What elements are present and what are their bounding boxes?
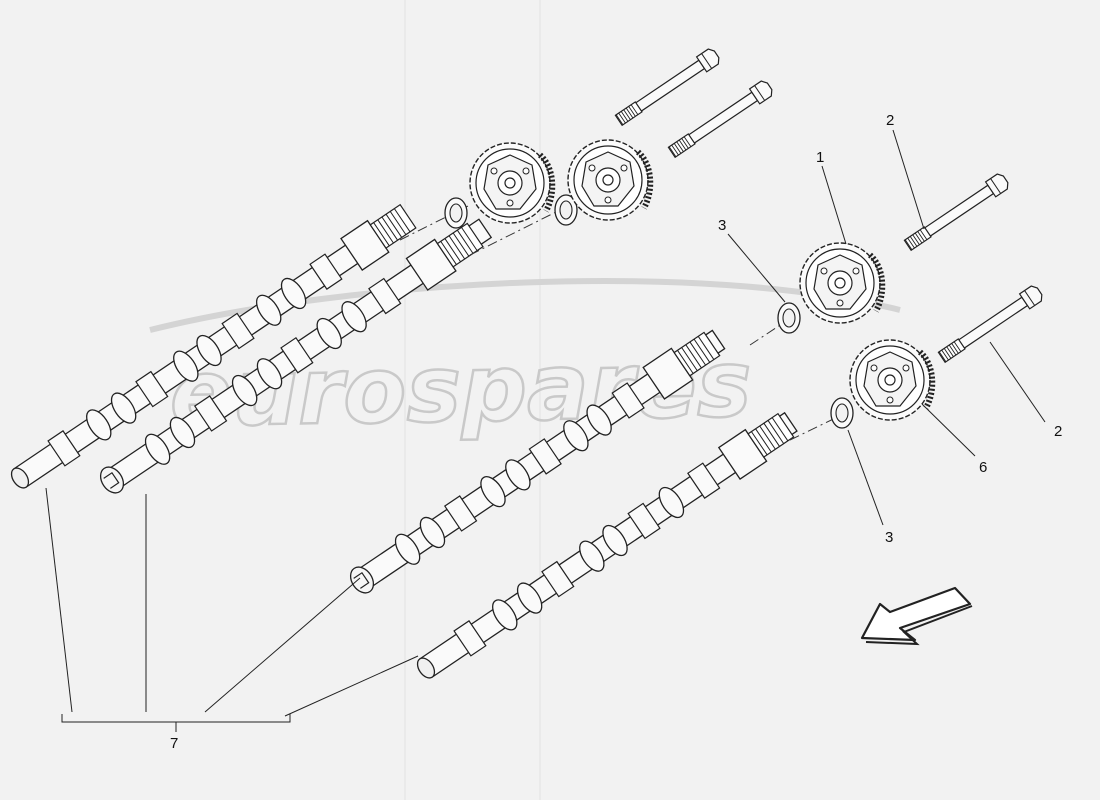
camshaft-upper-left [10, 203, 417, 489]
sheet-guides [404, 0, 541, 800]
camshaft-lower [416, 411, 798, 679]
callout-6: 6 [979, 459, 987, 476]
camshaft-center [349, 329, 726, 594]
callout-7: 7 [170, 735, 178, 752]
phaser-right-upper [800, 243, 882, 323]
callout-2-lower: 2 [1054, 423, 1062, 440]
callout-1: 1 [816, 149, 824, 166]
washer-upper-a [444, 197, 468, 229]
callout-3-upper: 3 [718, 217, 726, 234]
phaser-right-lower [850, 340, 932, 420]
callout-3-lower: 3 [885, 529, 893, 546]
upper-phaser-assembly [399, 46, 776, 256]
right-phaser-assembly [749, 171, 1046, 441]
washer-right-lower [830, 397, 854, 429]
bolt-upper-a [613, 46, 723, 129]
camshaft-upper-right [99, 218, 493, 494]
bolt-right-lower [936, 283, 1046, 366]
washer-right-upper [777, 302, 801, 334]
callout-2-upper: 2 [886, 112, 894, 129]
bolt-upper-b [666, 78, 776, 161]
leader-lines [45, 129, 1046, 732]
front-direction-arrow-icon [860, 586, 973, 646]
phaser-upper-b [568, 140, 650, 220]
